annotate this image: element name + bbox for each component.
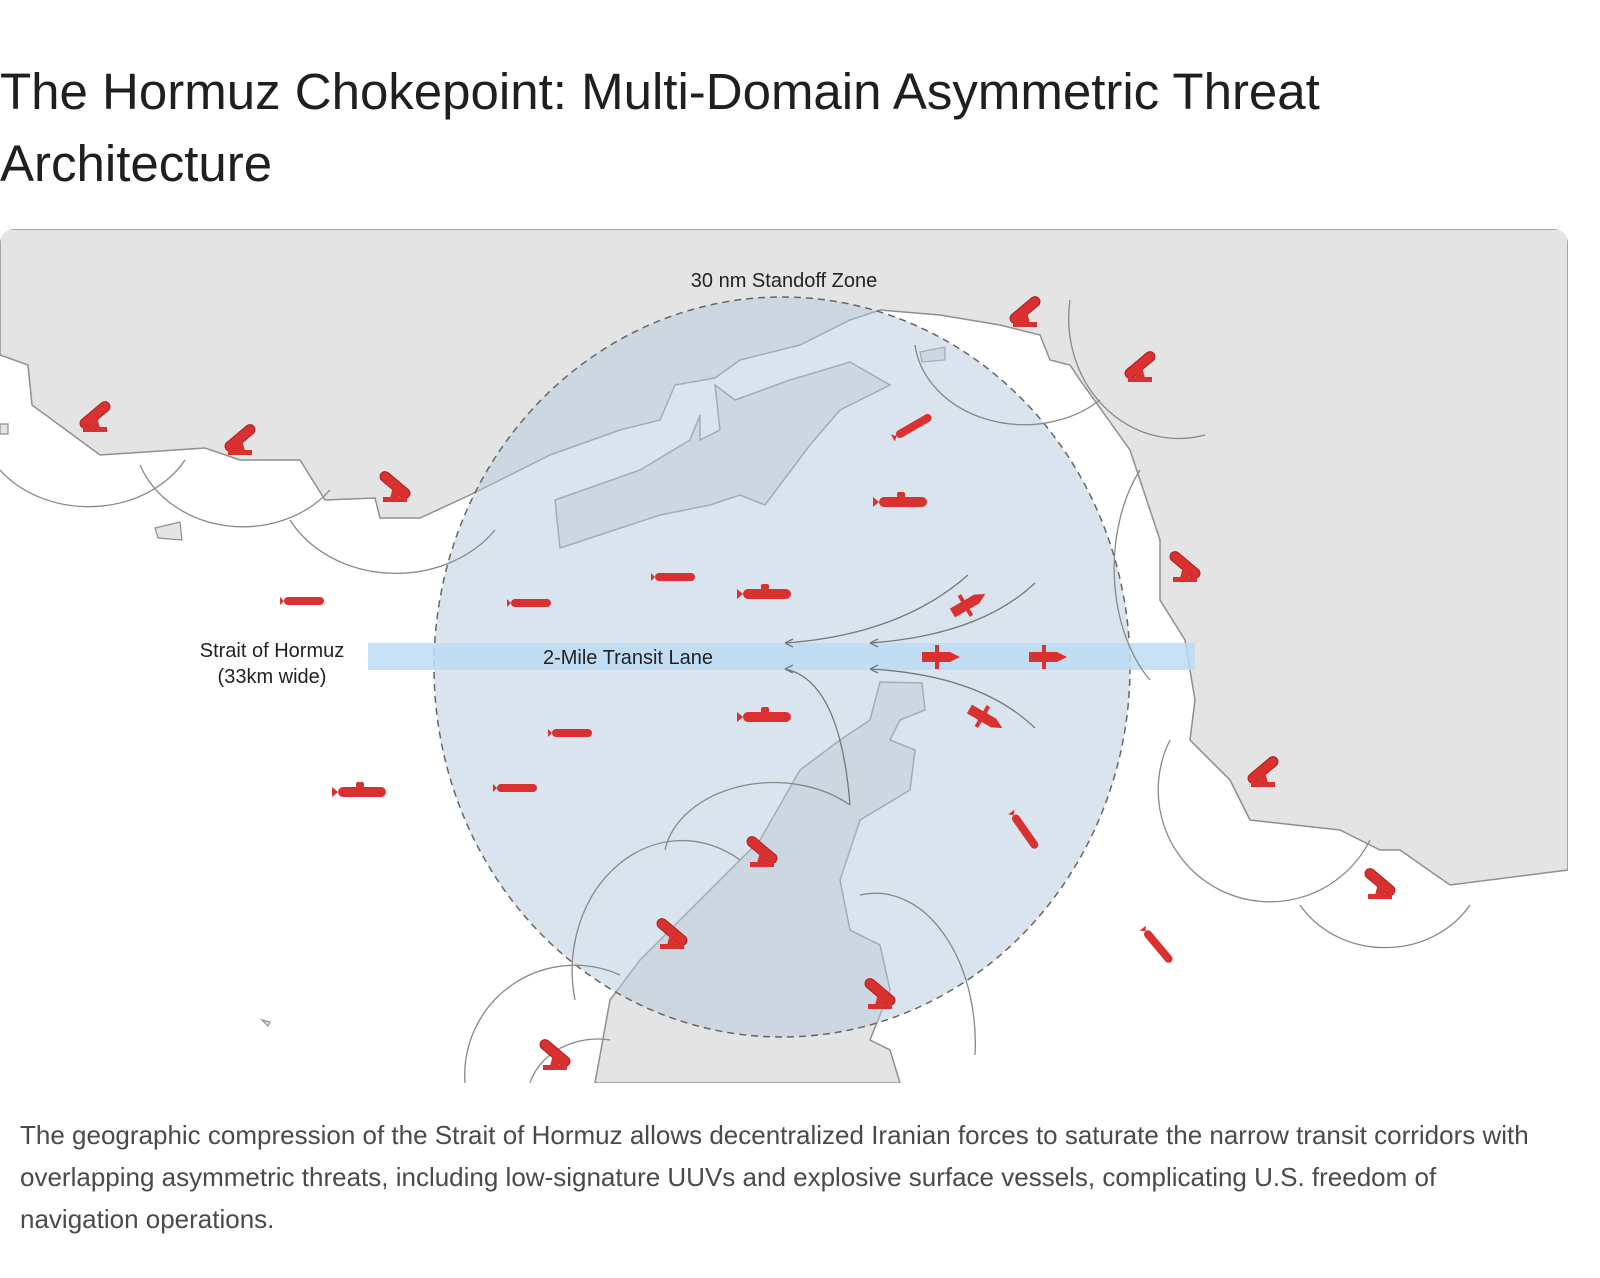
transit-lane	[368, 643, 1195, 670]
attack-vectors	[784, 574, 1036, 806]
standoff-zone-label: 30 nm Standoff Zone	[691, 270, 877, 292]
uuv-icon	[548, 729, 592, 737]
uuv-icon	[651, 573, 695, 581]
island	[154, 521, 183, 541]
uuv-icon	[507, 599, 551, 607]
uuv-icon	[280, 597, 324, 605]
threat-map: 30 nm Standoff Zone 2-Mile Transit Lane …	[0, 229, 1568, 1083]
page-title: The Hormuz Chokepoint: Multi-Domain Asym…	[0, 63, 1320, 192]
strait-label: Strait of Hormuz	[200, 640, 344, 662]
iran-coastline	[0, 229, 1568, 886]
island	[260, 1018, 271, 1028]
range-arcs	[0, 299, 1471, 1083]
transit-lane-label: 2-Mile Transit Lane	[543, 647, 713, 669]
strait-width-label: (33km wide)	[218, 666, 327, 688]
island	[0, 423, 9, 435]
uuv-icon	[493, 784, 537, 792]
figure-caption: The geographic compression of the Strait…	[20, 1120, 1529, 1234]
